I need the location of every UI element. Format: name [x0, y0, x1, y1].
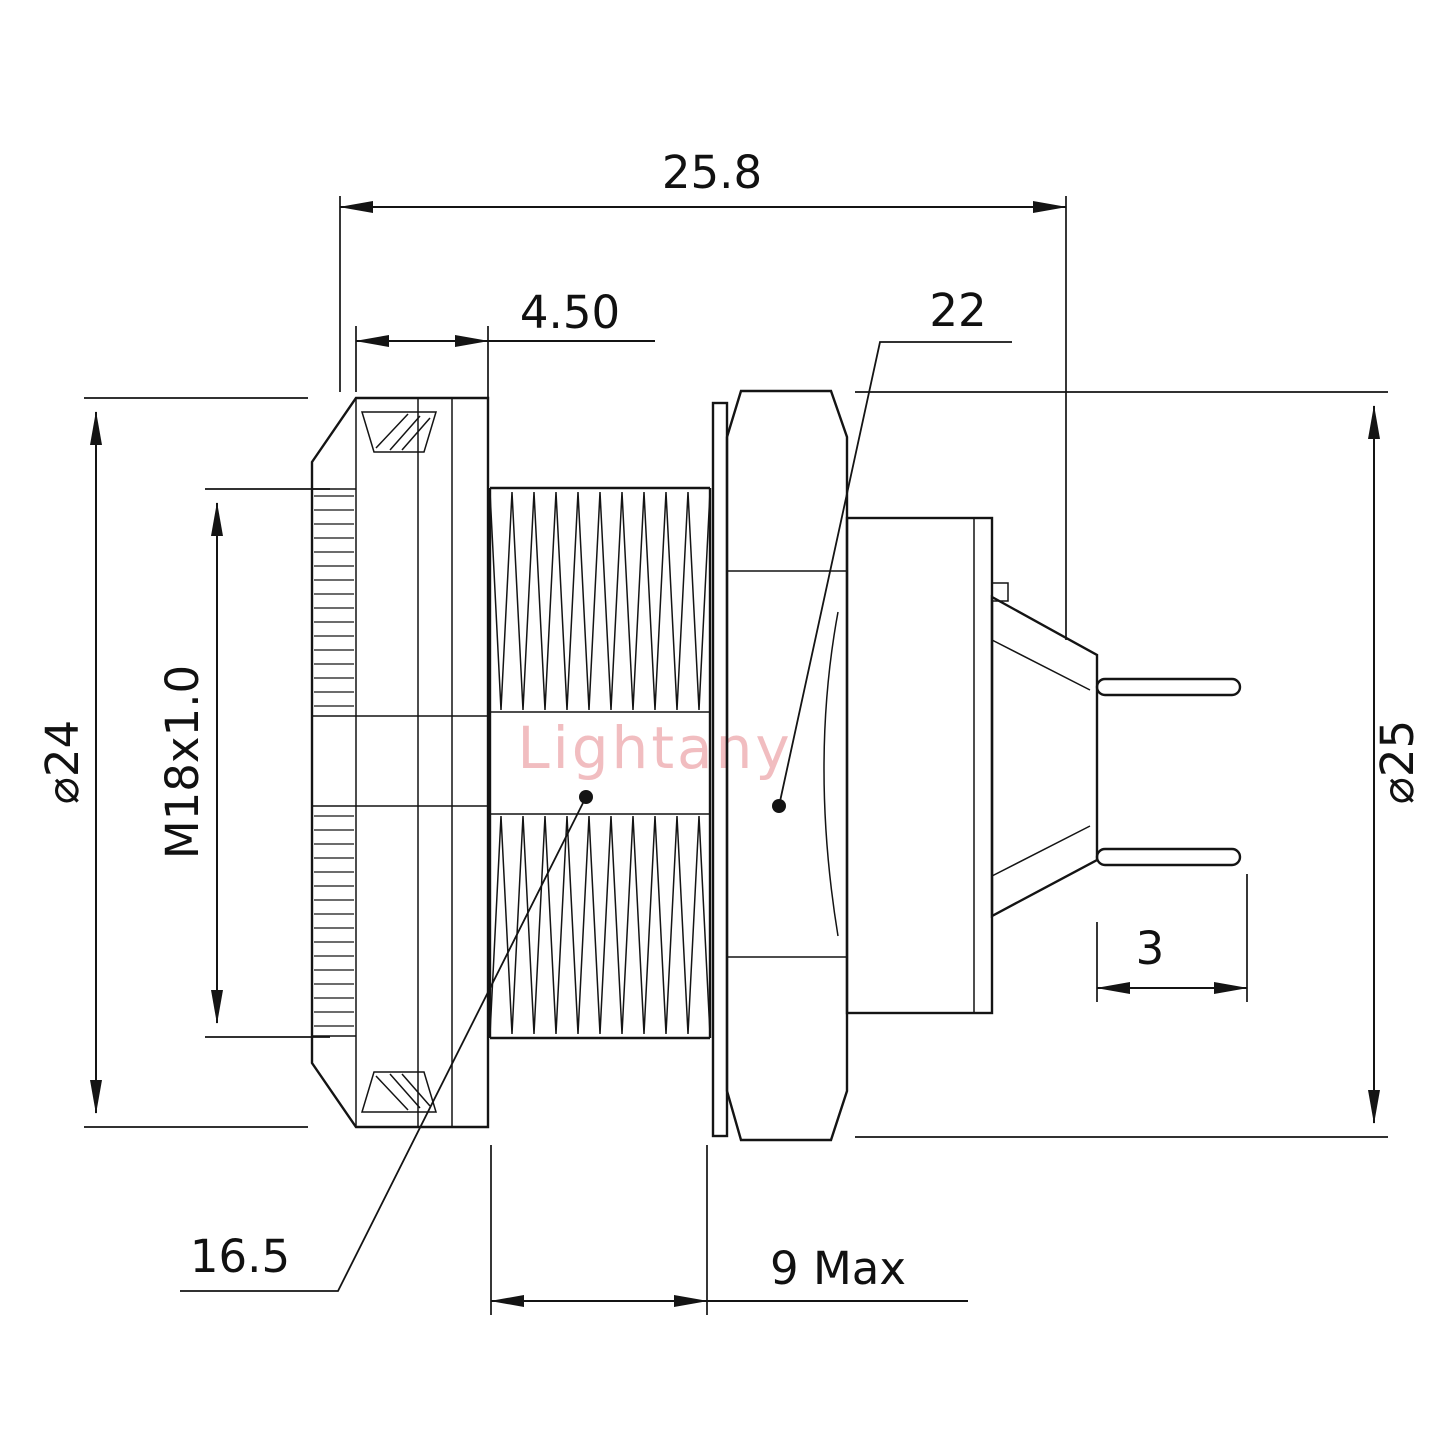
dim-overall-length-label: 25.8	[662, 146, 762, 199]
knurl-grooves-bottom	[314, 815, 354, 1027]
dim-overall-length: 25.8	[339, 146, 1067, 640]
label-thread-length: 16.5	[180, 790, 593, 1292]
thread-length-label: 16.5	[190, 1230, 290, 1283]
front-body-steps	[355, 398, 453, 1127]
dim-pin-protrusion: 3	[1096, 874, 1248, 1002]
dim-flange-width: 4.50	[355, 286, 655, 482]
cone-inner-lines	[991, 639, 1091, 877]
extension-lines	[84, 397, 308, 1128]
leader-dot	[772, 799, 786, 813]
dim-rear-body-length: 9 Max	[490, 1145, 968, 1315]
watermark-text: Lightany	[517, 714, 792, 782]
hex-across-flats-label: 22	[929, 284, 986, 337]
front-body-outline	[310, 396, 490, 1129]
front-body-band-lines	[312, 488, 488, 1037]
extension-lines	[355, 326, 489, 482]
dim-pin-protrusion-label: 3	[1136, 922, 1165, 975]
connector-side-view	[310, 389, 1242, 1142]
thread-profile-bottom	[489, 815, 711, 1035]
leader-dot	[579, 790, 593, 804]
extension-lines	[855, 391, 1388, 1138]
solder-pin-bottom	[1095, 847, 1242, 867]
leader-line	[180, 796, 587, 1292]
extension-lines	[1096, 874, 1248, 1002]
seal-groove-bottom	[360, 1071, 438, 1113]
extension-lines	[339, 196, 1067, 640]
dim-thread-spec: M18x1.0	[156, 488, 330, 1038]
rear-body-outline	[845, 516, 994, 1015]
front-coupling-body	[310, 396, 490, 1129]
dim-rear-diameter-label: ⌀25	[1371, 720, 1424, 804]
extension-lines	[490, 1145, 708, 1315]
thread-profile-top	[489, 491, 711, 711]
leader-line	[778, 341, 1012, 807]
hex-nut-flat-lines	[727, 570, 847, 958]
knurl-grooves-top	[314, 495, 354, 707]
dim-rear-diameter: ⌀25	[855, 391, 1424, 1138]
dim-rear-body-length-label: 9 Max	[770, 1242, 906, 1295]
dim-front-diameter-label: ⌀24	[36, 720, 89, 804]
hex-nut	[725, 389, 849, 1142]
dim-front-diameter: ⌀24	[36, 397, 308, 1128]
solder-pins	[1095, 677, 1242, 867]
label-hex-across-flats: 22	[772, 284, 1012, 813]
hex-nut-chamfer-arc	[823, 611, 839, 937]
thread-core-lines	[490, 711, 710, 815]
thread-boundary	[488, 486, 712, 1040]
pin-support-cone	[990, 594, 1099, 918]
hex-nut-outline	[725, 389, 849, 1142]
extension-lines	[205, 488, 330, 1038]
solder-pin-top	[1095, 677, 1242, 697]
seal-groove-top	[360, 411, 438, 453]
rear-body	[845, 516, 1009, 1015]
dim-thread-spec-label: M18x1.0	[156, 665, 209, 859]
thread-section	[488, 486, 712, 1040]
dim-flange-width-label: 4.50	[520, 286, 620, 339]
